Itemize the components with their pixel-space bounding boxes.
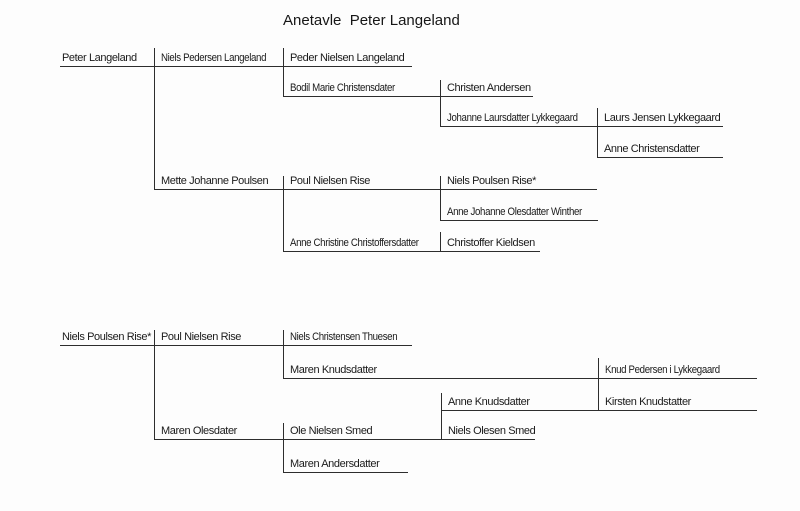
connector-line <box>283 176 285 251</box>
person-christen-andersen: Christen Andersen <box>440 78 533 97</box>
person-maren-andersdatter: Maren Andersdatter <box>283 454 408 473</box>
connector-line <box>440 232 442 251</box>
connector-line <box>283 423 285 472</box>
person-mette-johanne-poulsen: Mette Johanne Poulsen <box>154 171 283 190</box>
person-name: Maren Knudsdatter <box>290 364 377 376</box>
person-name: Bodil Marie Christensdater <box>290 82 395 94</box>
person-anne-knudsdatter: Anne Knudsdatter <box>441 392 598 411</box>
person-name: Maren Andersdatter <box>290 458 380 470</box>
person-maren-olesdater: Maren Olesdater <box>154 421 283 440</box>
person-knud-pedersen-i-lykkegaard: Knud Pedersen i Lykkegaard <box>598 360 757 379</box>
person-name: Peder Nielsen Langeland <box>290 52 405 64</box>
person-niels-poulsen-rise: Niels Poulsen Rise* <box>440 171 597 190</box>
person-niels-christensen-thuesen: Niels Christensen Thuesen <box>283 327 412 346</box>
person-peder-nielsen-langeland: Peder Nielsen Langeland <box>283 48 412 67</box>
person-laurs-jensen-lykkegaard: Laurs Jensen Lykkegaard <box>597 108 723 127</box>
person-name: Ole Nielsen Smed <box>290 425 373 437</box>
person-peter-langeland: Peter Langeland <box>60 48 154 67</box>
person-name: Anne Christine Christoffersdatter <box>290 237 419 249</box>
person-johanne-laursdatter-lykkegaard: Johanne Laursdatter Lykkegaard <box>440 108 597 127</box>
person-name: Maren Olesdater <box>161 425 237 437</box>
person-name: Poul Nielsen Rise <box>161 331 242 343</box>
person-poul-nielsen-rise: Poul Nielsen Rise <box>283 171 440 190</box>
connector-line <box>154 48 156 189</box>
person-name: Niels Christensen Thuesen <box>290 331 398 343</box>
person-name: Niels Pedersen Langeland <box>161 52 267 64</box>
person-anne-christine-christoffersdatter: Anne Christine Christoffersdatter <box>283 233 440 252</box>
person-christoffer-kieldsen: Christoffer Kieldsen <box>440 233 540 252</box>
person-name: Christoffer Kieldsen <box>447 237 535 249</box>
person-name: Johanne Laursdatter Lykkegaard <box>447 112 578 124</box>
person-name: Laurs Jensen Lykkegaard <box>604 112 721 124</box>
person-name: Mette Johanne Poulsen <box>161 175 269 187</box>
connector-line <box>597 108 599 157</box>
person-anne-christensdatter: Anne Christensdatter <box>597 139 723 158</box>
person-name: Anne Knudsdatter <box>448 396 530 408</box>
person-name: Anne Christensdatter <box>604 143 700 155</box>
person-ole-nielsen-smed: Ole Nielsen Smed <box>283 421 441 440</box>
person-anne-johanne-olesdatter-winther: Anne Johanne Olesdatter Winther <box>440 202 598 221</box>
connector-line <box>441 393 443 439</box>
person-name: Niels Olesen Smed <box>448 425 536 437</box>
connector-line <box>283 48 285 96</box>
person-poul-nielsen-rise-2: Poul Nielsen Rise <box>154 327 283 346</box>
person-bodil-marie-christensdater: Bodil Marie Christensdater <box>283 78 440 97</box>
person-name: Peter Langeland <box>62 52 137 64</box>
person-maren-knudsdatter: Maren Knudsdatter <box>283 360 598 379</box>
person-kirsten-knudstatter: Kirsten Knudstatter <box>598 392 757 411</box>
person-name: Niels Poulsen Rise* <box>62 331 151 343</box>
person-name: Anne Johanne Olesdatter Winther <box>447 206 582 218</box>
person-name: Christen Andersen <box>447 82 531 94</box>
person-niels-poulsen-rise-2: Niels Poulsen Rise* <box>60 327 154 346</box>
person-name: Poul Nielsen Rise <box>290 175 371 187</box>
person-niels-pedersen-langeland: Niels Pedersen Langeland <box>154 48 283 67</box>
person-niels-olesen-smed: Niels Olesen Smed <box>441 421 536 440</box>
connector-line <box>154 330 156 439</box>
person-name: Knud Pedersen i Lykkegaard <box>605 364 720 376</box>
connector-line <box>598 358 600 410</box>
connector-line <box>283 330 285 378</box>
connector-line <box>440 176 442 220</box>
person-name: Kirsten Knudstatter <box>605 396 691 408</box>
chart-title: Anetavle Peter Langeland <box>283 12 460 29</box>
person-name: Niels Poulsen Rise* <box>447 175 536 187</box>
connector-line <box>440 80 442 126</box>
